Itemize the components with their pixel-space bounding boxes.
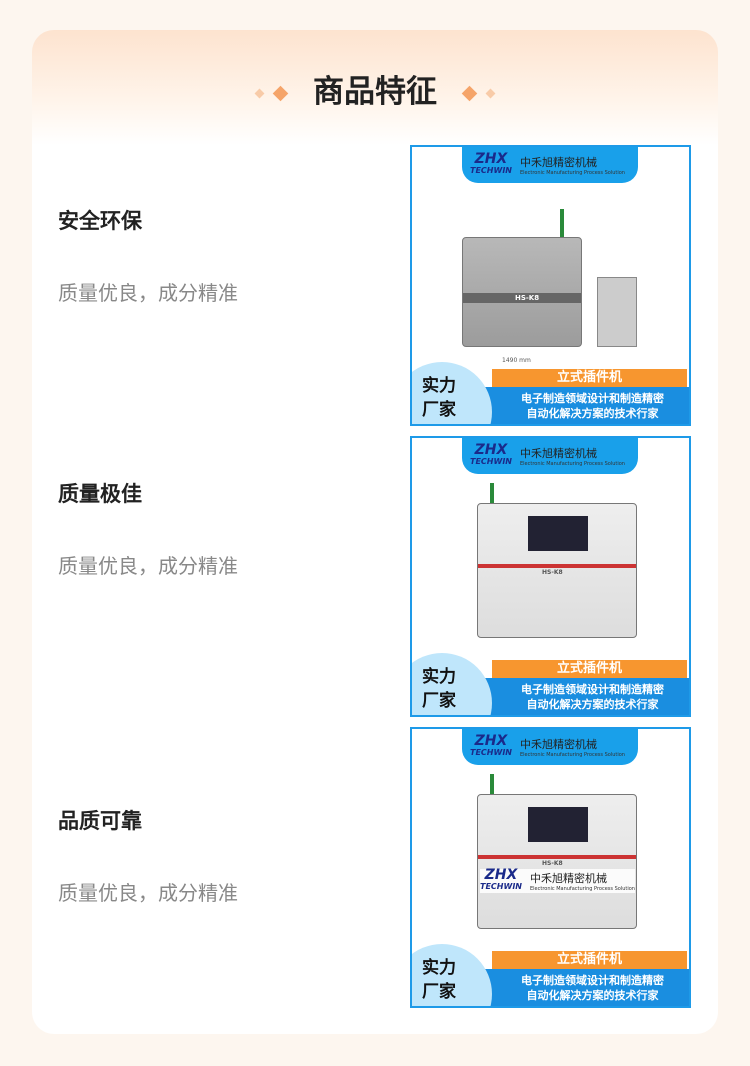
machine-side-unit — [597, 277, 637, 347]
feature-desc: 质量优良，成分精准 — [58, 881, 238, 905]
badge: 实力厂家 — [412, 362, 492, 424]
slogan: 电子制造领域设计和制造精密自动化解决方案的技术行家 — [472, 678, 689, 715]
feature-item: 品质可靠质量优良，成分精准 — [58, 805, 238, 906]
signal-light — [560, 209, 564, 239]
model-label: HS-K8 — [542, 569, 563, 576]
feature-desc: 质量优良，成分精准 — [58, 281, 238, 305]
company-name: 中禾旭精密机械 — [519, 156, 597, 169]
product-name: 立式插件机 — [492, 369, 687, 387]
signal-light — [490, 483, 494, 513]
feature-item: 安全环保质量优良，成分精准 — [58, 205, 238, 306]
company-name: 中禾旭精密机械 — [519, 738, 597, 751]
machine-illustration: HS-K8 — [477, 503, 637, 638]
section-header: 商品特征 — [0, 66, 750, 111]
model-label: HS-K8 — [542, 860, 563, 867]
product-name: 立式插件机 — [492, 660, 687, 678]
diamond-icon — [461, 85, 478, 102]
model-label: HS-K8 — [515, 294, 540, 302]
badge: 实力厂家 — [412, 944, 492, 1006]
feature-item: 质量极佳质量优良，成分精准 — [58, 478, 238, 579]
feature-title: 品质可靠 — [58, 809, 142, 833]
dimension-label: 1490 mm — [502, 357, 531, 364]
machine-illustration: HS-K8 — [462, 237, 582, 347]
signal-light — [490, 774, 494, 804]
badge: 实力厂家 — [412, 653, 492, 715]
slogan: 电子制造领域设计和制造精密自动化解决方案的技术行家 — [472, 387, 689, 424]
section-title: 商品特征 — [313, 74, 437, 110]
company-name: 中禾旭精密机械 — [519, 447, 597, 460]
diamond-icon — [485, 88, 496, 99]
product-name: 立式插件机 — [492, 951, 687, 969]
diamond-icon — [272, 85, 289, 102]
feature-desc: 质量优良，成分精准 — [58, 554, 238, 578]
machine-illustration: HS-K8 — [477, 794, 637, 929]
slogan: 电子制造领域设计和制造精密自动化解决方案的技术行家 — [472, 969, 689, 1006]
diamond-icon — [254, 88, 265, 99]
feature-title: 质量极佳 — [58, 482, 142, 506]
feature-title: 安全环保 — [58, 209, 142, 233]
